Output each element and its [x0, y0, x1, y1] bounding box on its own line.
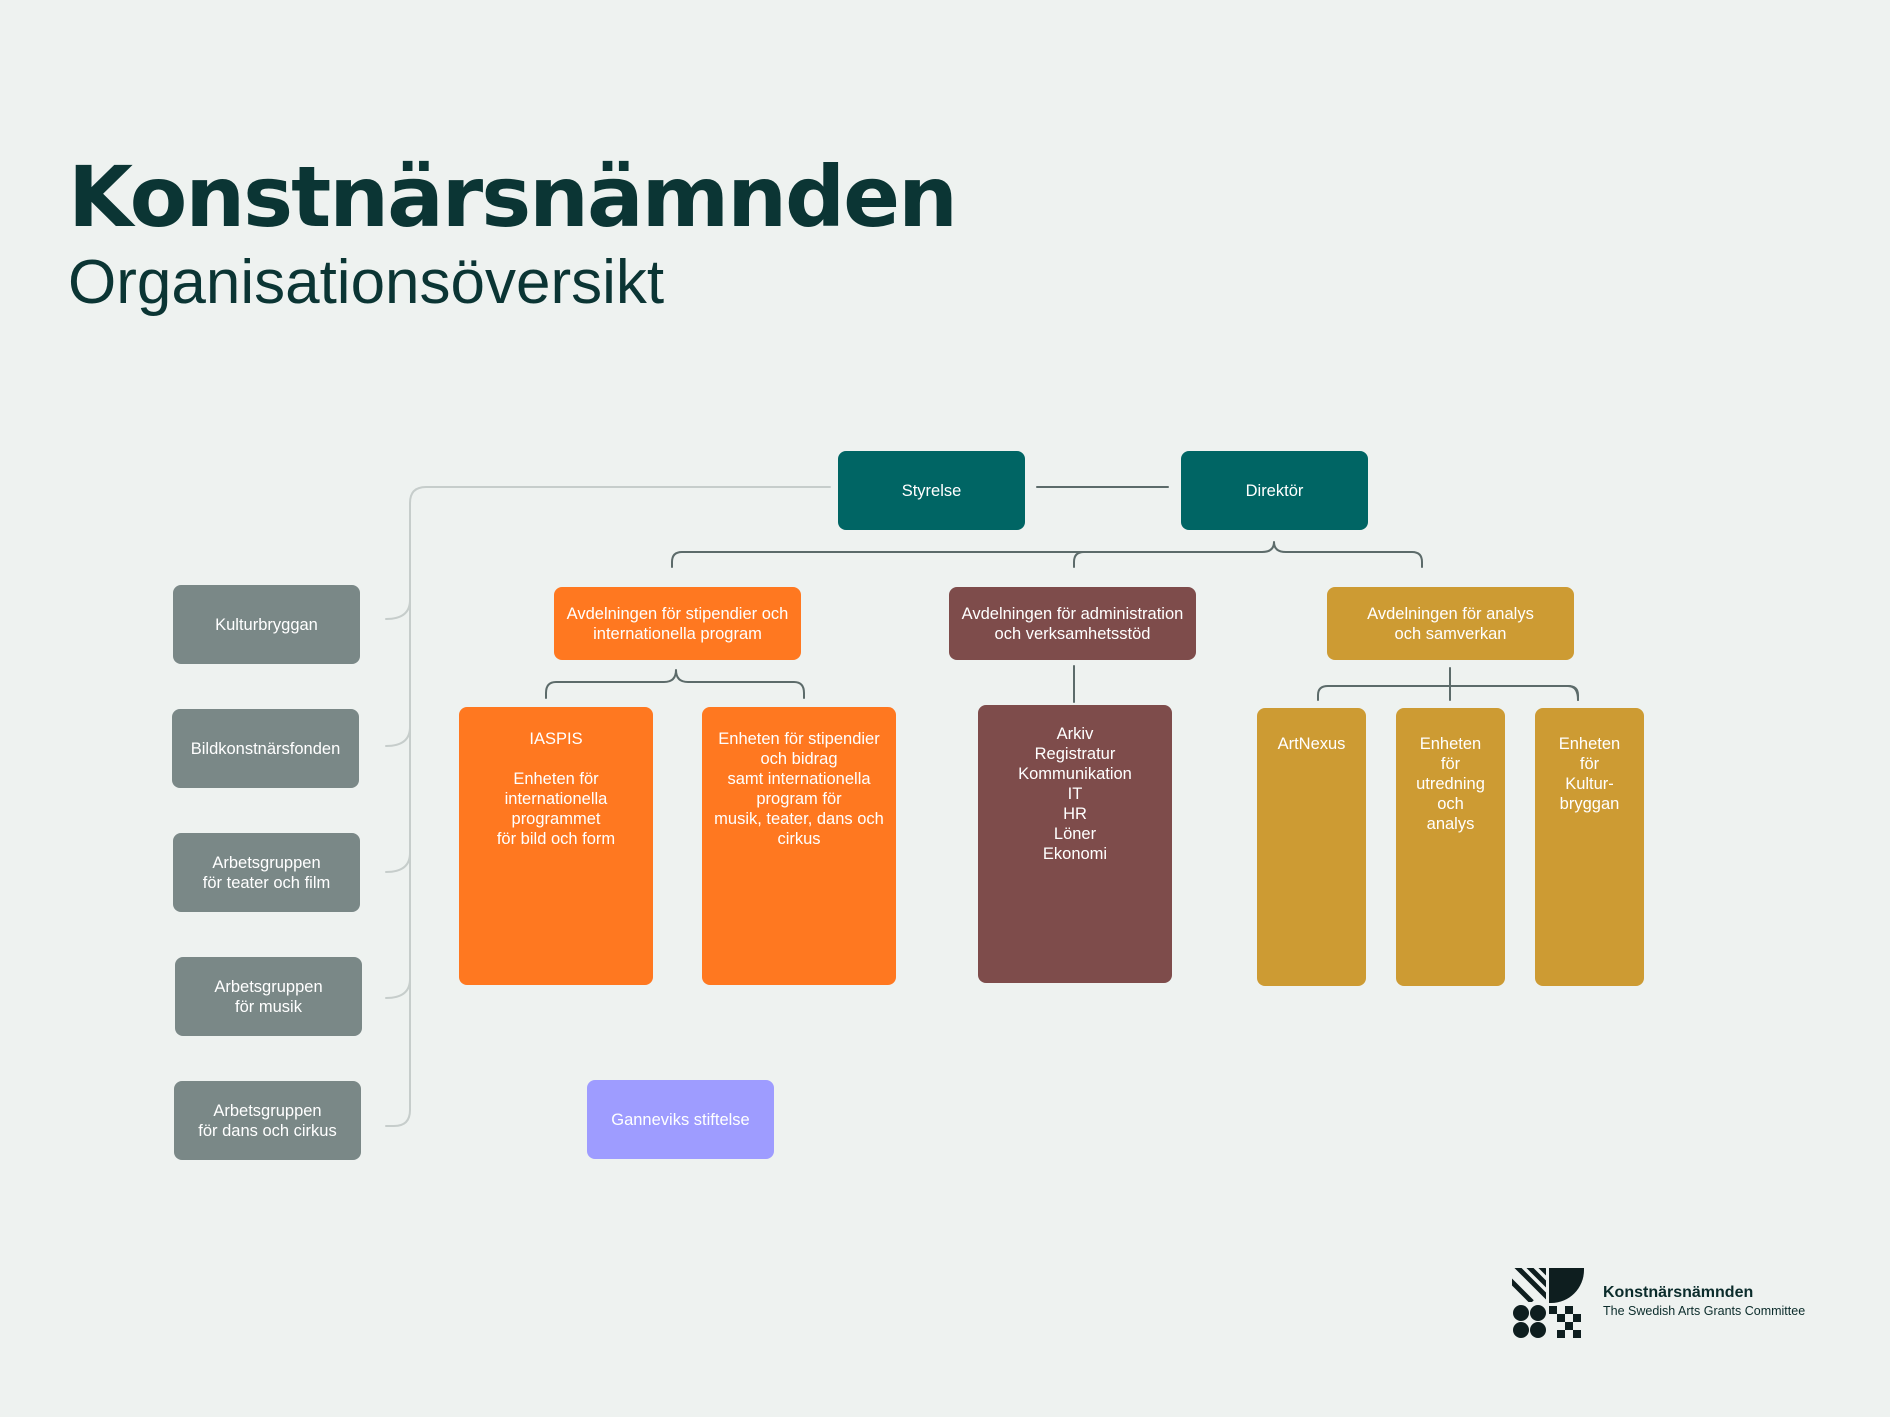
foundation-box[interactable]: Ganneviks stiftelse — [587, 1080, 774, 1159]
working-group-musik[interactable]: Arbetsgruppen för musik — [175, 957, 362, 1036]
department-administration[interactable]: Avdelningen för administration och verks… — [949, 587, 1196, 660]
working-group-kulturbryggan[interactable]: Kulturbryggan — [173, 585, 360, 664]
working-group-teater-film[interactable]: Arbetsgruppen för teater och film — [173, 833, 360, 912]
unit-administration[interactable]: Arkiv Registratur Kommunikation IT HR Lö… — [978, 705, 1172, 983]
working-group-bildkonstnarsfonden[interactable]: Bildkonstnärsfonden — [172, 709, 359, 788]
director-brace-branch — [1073, 551, 1085, 568]
director-brace — [671, 541, 1423, 568]
page-subtitle: Organisationsöversikt — [68, 248, 665, 317]
unit-artnexus[interactable]: ArtNexus — [1257, 708, 1366, 986]
working-group-dans-cirkus[interactable]: Arbetsgruppen för dans och cirkus — [174, 1081, 361, 1160]
page-title: Konstnärsnämnden — [68, 148, 958, 246]
working-group-tick — [385, 726, 411, 747]
working-group-tick — [385, 978, 411, 999]
analysis-brace-end — [1567, 685, 1579, 701]
stipend-brace — [545, 669, 805, 699]
logo-name: Konstnärsnämnden — [1603, 1284, 1754, 1301]
logo-subtitle: The Swedish Arts Grants Committee — [1603, 1304, 1806, 1318]
working-group-connector — [385, 486, 831, 1127]
konstnarsnamnden-logo-icon — [1512, 1268, 1584, 1338]
unit-kulturbryggan[interactable]: Enheten för Kultur- bryggan — [1535, 708, 1644, 986]
unit-iaspis[interactable]: IASPIS Enheten för internationella progr… — [459, 707, 653, 985]
department-analysis[interactable]: Avdelningen för analys och samverkan — [1327, 587, 1574, 660]
board-box[interactable]: Styrelse — [838, 451, 1025, 530]
department-stipends[interactable]: Avdelningen för stipendier och internati… — [554, 587, 801, 660]
working-group-tick — [385, 599, 411, 620]
analysis-brace — [1317, 685, 1579, 701]
unit-stipendier-bidrag[interactable]: Enheten för stipendier och bidrag samt i… — [702, 707, 896, 985]
working-group-tick — [385, 852, 411, 873]
unit-utredning-analys[interactable]: Enheten för utredning och analys — [1396, 708, 1505, 986]
director-box[interactable]: Direktör — [1181, 451, 1368, 530]
